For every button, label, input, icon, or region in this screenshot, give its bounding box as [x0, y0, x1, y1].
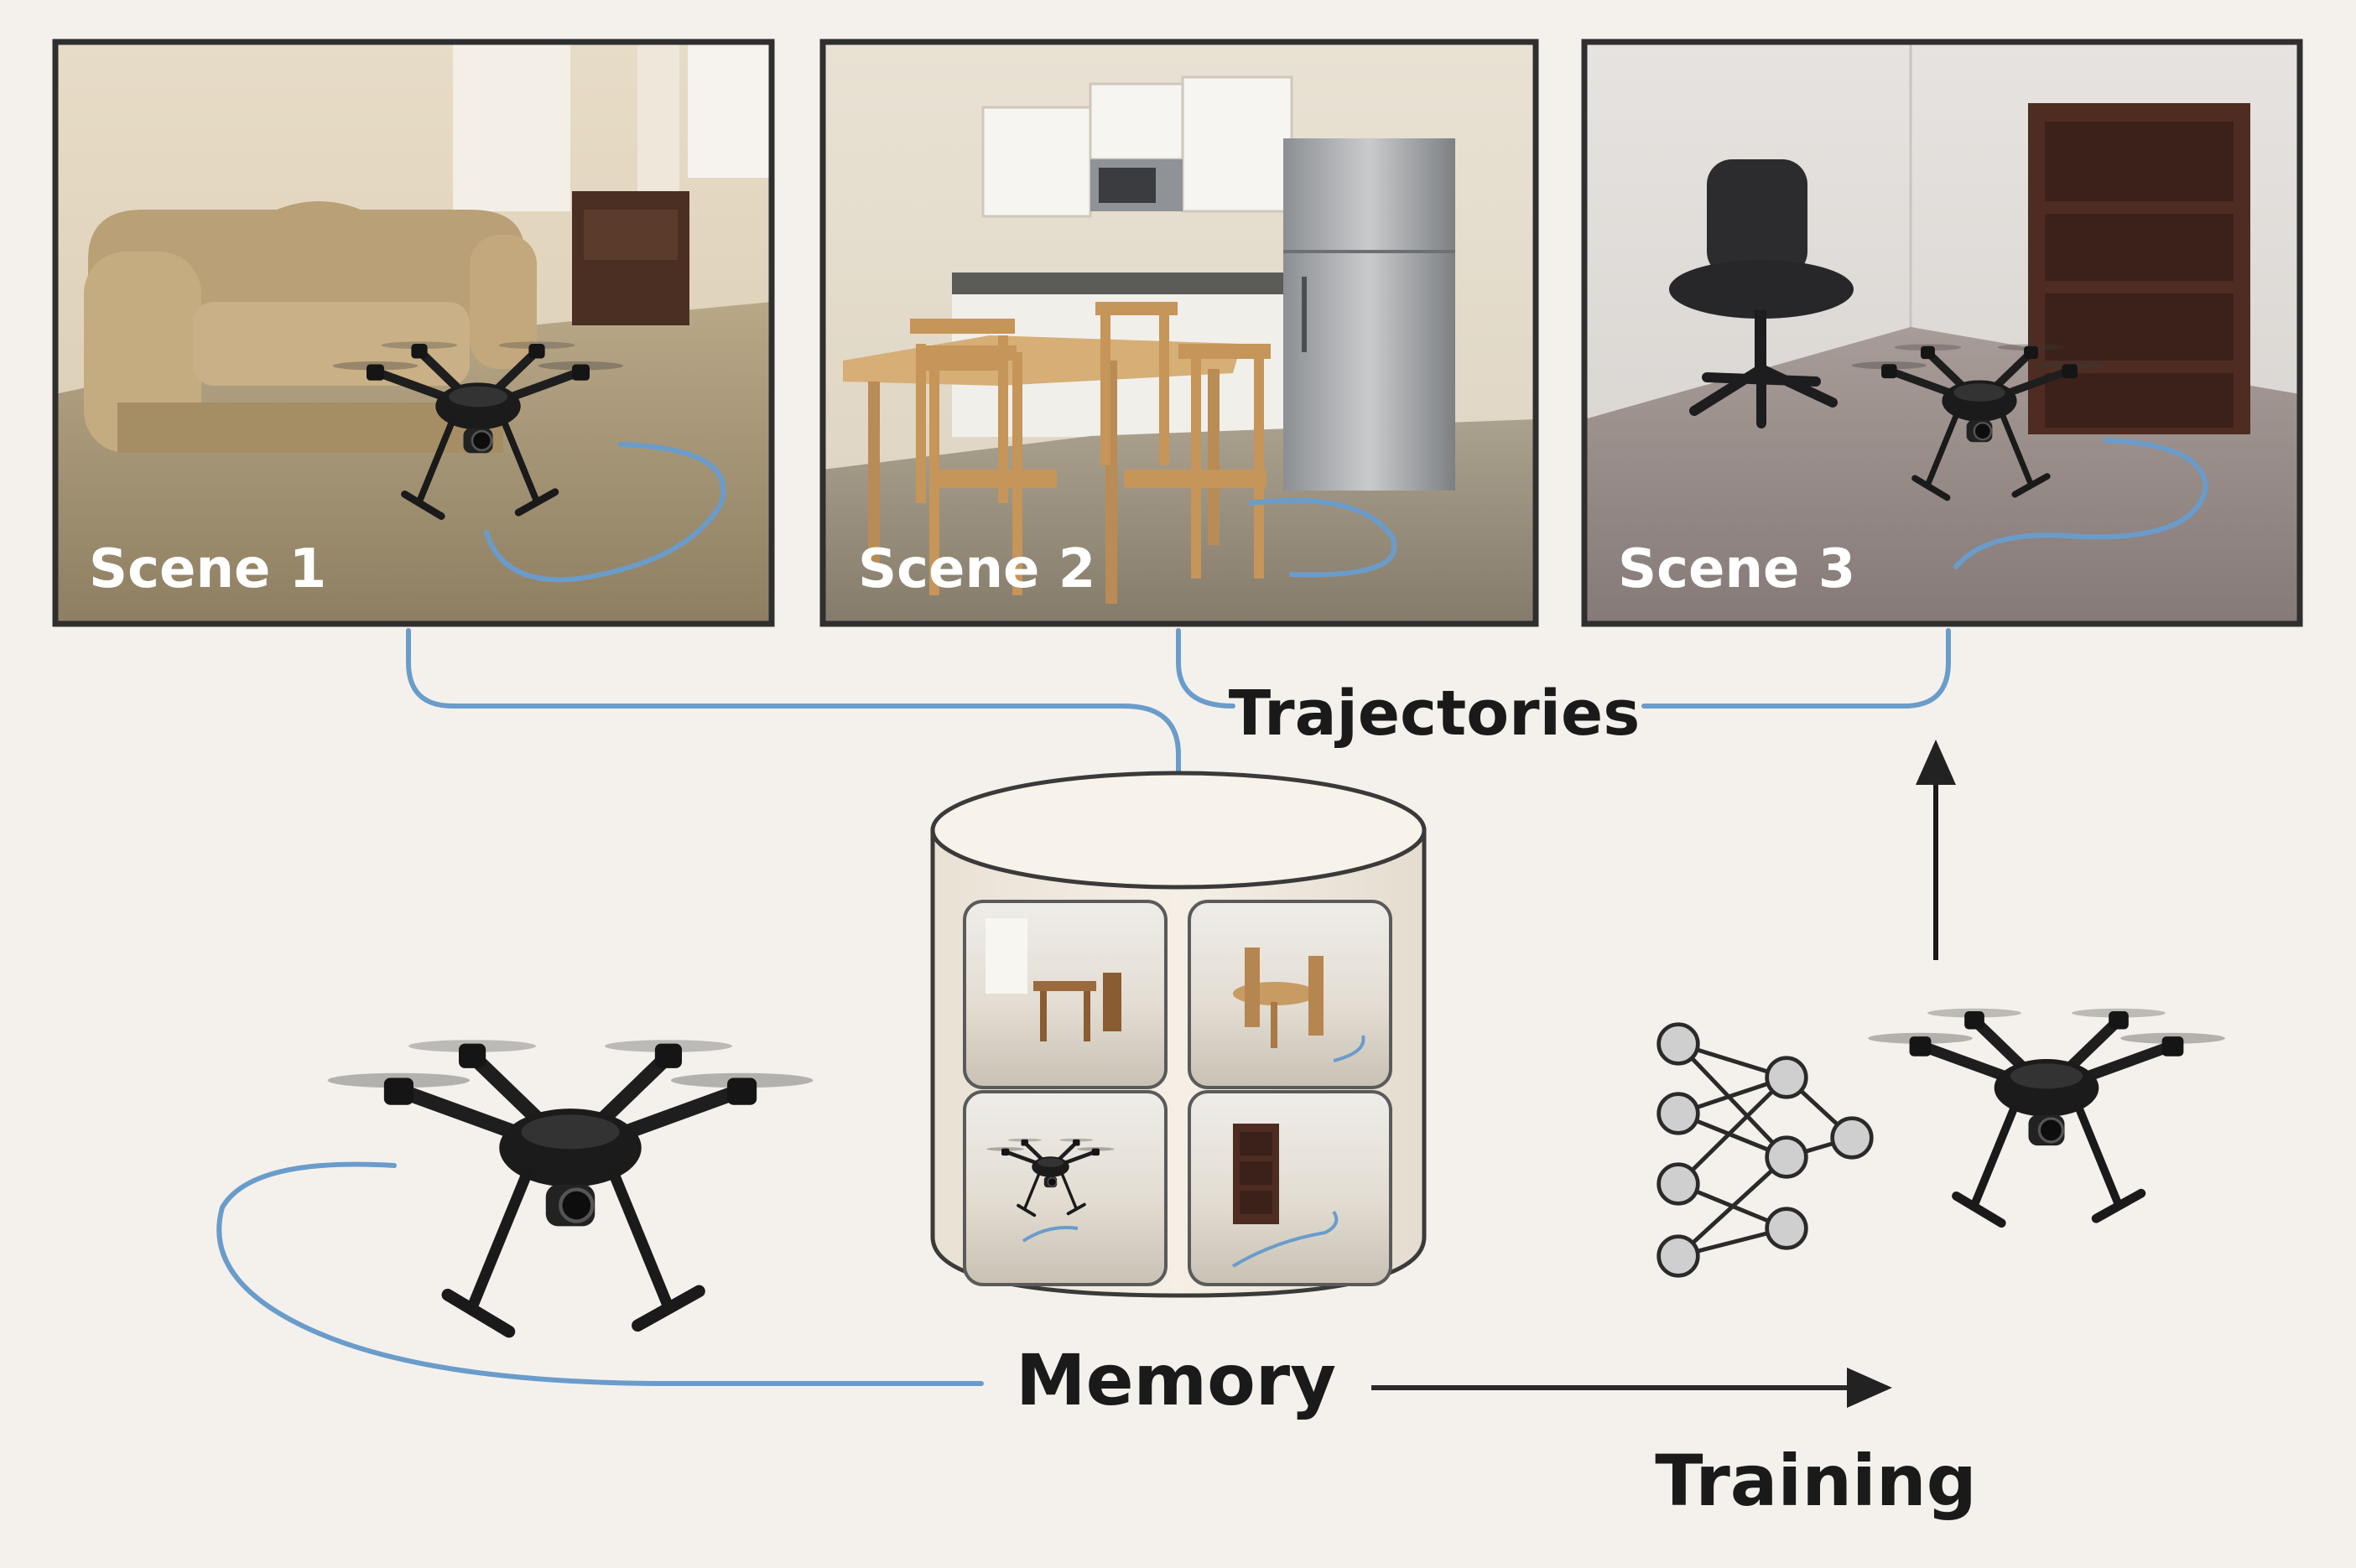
office-chair — [1669, 159, 1854, 428]
drone-icon — [1868, 1009, 2225, 1223]
memory-database — [930, 771, 1427, 1298]
scene-2-label: Scene 2 — [858, 538, 1095, 600]
flight-path — [216, 1161, 984, 1386]
memory-thumbnail-3 — [963, 1090, 1168, 1286]
scene-1-label: Scene 1 — [89, 538, 326, 600]
neural-network-icon — [1659, 1025, 1872, 1276]
bookshelf — [2028, 103, 2250, 434]
memory-label: Memory — [1016, 1339, 1336, 1421]
dining-chair — [910, 302, 1271, 595]
trajectories-label: Trajectories — [1229, 678, 1641, 750]
memory-thumbnail-4 — [1188, 1090, 1392, 1286]
scene-panel-3: Scene 3 — [1581, 39, 2303, 627]
memory-thumbnail-2 — [1188, 900, 1392, 1089]
sofa — [84, 201, 537, 453]
memory-thumbnail-1 — [963, 900, 1168, 1089]
scene-panel-1: Scene 1 — [52, 39, 775, 627]
scene-3-label: Scene 3 — [1618, 538, 1855, 600]
dining-table — [843, 335, 1241, 604]
trajectory-connectors — [406, 628, 1951, 787]
training-label: Training — [1655, 1440, 1977, 1522]
drone-icon — [328, 1040, 814, 1332]
scene-panel-2: Scene 2 — [819, 39, 1539, 627]
